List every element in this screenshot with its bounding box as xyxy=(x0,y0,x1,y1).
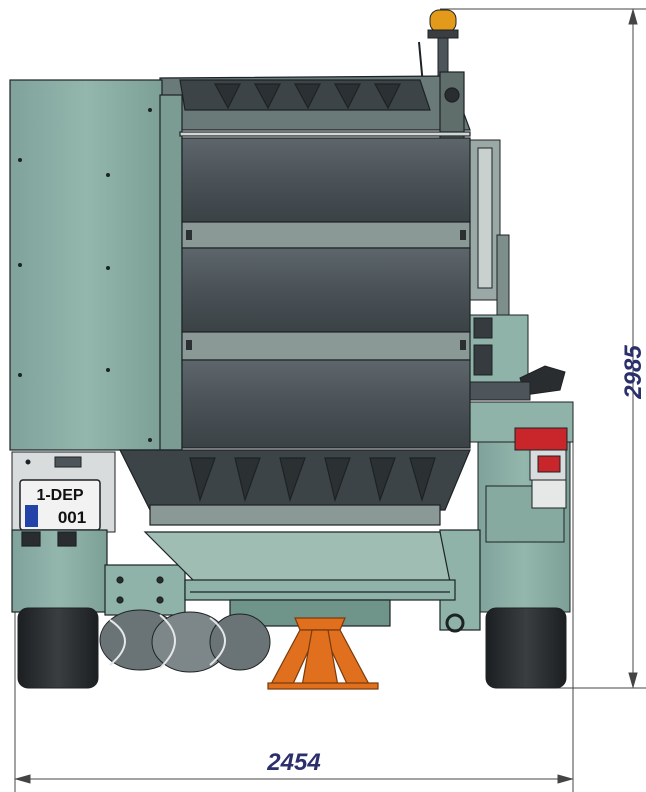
beacon-light xyxy=(427,9,459,79)
left-body-panel xyxy=(9,79,183,451)
license-plate: 1-DEP 001 xyxy=(19,479,101,531)
height-dimension-value: 2985 xyxy=(620,345,646,400)
brush-drum xyxy=(99,609,271,673)
width-dimension xyxy=(14,430,574,792)
width-arrow-left xyxy=(14,774,31,784)
lower-hopper xyxy=(119,449,471,526)
width-arrow-right xyxy=(557,774,574,784)
right-rear-tire xyxy=(485,607,567,689)
panel-lower xyxy=(181,359,471,449)
license-plate-line1: 1-DEP xyxy=(36,487,83,504)
red-control-box xyxy=(514,427,568,509)
height-arrow-top xyxy=(628,8,638,25)
compactor-panels xyxy=(179,131,471,449)
panel-upper xyxy=(181,137,471,223)
tow-hook xyxy=(445,613,465,633)
height-arrow-bottom xyxy=(628,672,638,689)
left-rear-tire xyxy=(17,607,99,689)
lift-platform xyxy=(143,531,456,627)
license-plate-line2: 001 xyxy=(58,508,86,527)
panel-middle xyxy=(181,247,471,333)
jack-stand xyxy=(267,617,379,690)
right-side-structure xyxy=(469,139,574,613)
upper-frame xyxy=(159,71,471,153)
width-dimension-value: 2454 xyxy=(266,749,320,776)
